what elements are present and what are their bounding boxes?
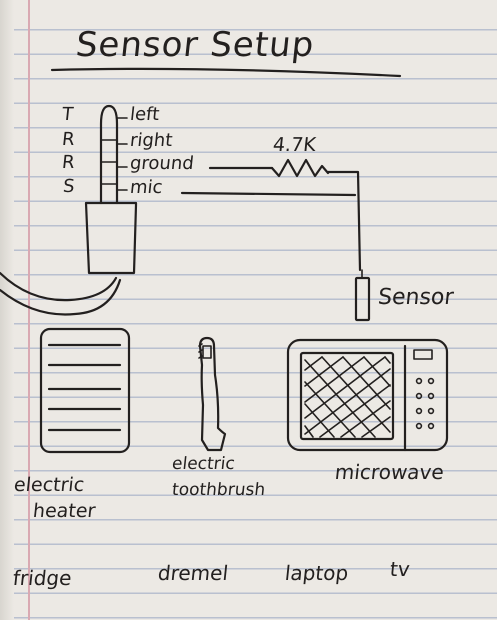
heater-label-line-2: heater (31, 500, 97, 522)
wire-label-left: left (128, 104, 161, 125)
microwave-drawing (286, 338, 449, 452)
margin-line (28, 0, 30, 620)
resistor-value: 4.7K (271, 134, 317, 156)
microwave-label: microwave (333, 460, 446, 484)
contact-ring-2: R (60, 152, 76, 173)
device-fridge: fridge (11, 566, 73, 590)
sensor-label: Sensor (376, 285, 455, 310)
device-tv: tv (388, 557, 411, 581)
audio-plug (84, 104, 138, 275)
page-title: Sensor Setup (73, 25, 317, 65)
device-laptop: laptop (283, 561, 350, 585)
toothbrush-label-line-1: electric (171, 454, 236, 474)
wire-label-ground: ground (128, 153, 195, 174)
sensor-body (354, 276, 371, 322)
contact-tip: T (60, 104, 75, 125)
contact-ring-1: R (60, 129, 76, 150)
heater-drawing (39, 327, 131, 454)
microwave-window-mesh (304, 356, 391, 438)
wire-label-right: right (128, 130, 174, 151)
mic-wire (180, 191, 357, 197)
title-underline (50, 67, 402, 78)
toothbrush-label-line-2: toothbrush (171, 480, 267, 500)
plug-cable (0, 271, 122, 316)
toothbrush-drawing (198, 336, 227, 452)
wire-label-mic: mic (128, 177, 164, 198)
ground-wire-with-resistor (208, 158, 362, 272)
device-dremel: dremel (156, 561, 230, 585)
heater-label-line-1: electric (12, 474, 86, 496)
contact-sleeve: S (61, 176, 76, 197)
